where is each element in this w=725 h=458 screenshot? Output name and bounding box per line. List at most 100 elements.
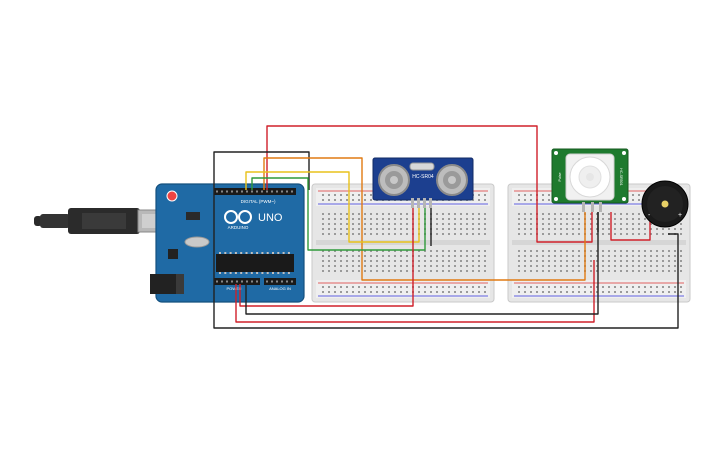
wire-red-buzzer[interactable]	[610, 212, 651, 241]
power-rail-hole	[322, 199, 324, 201]
terminal-hole	[346, 255, 348, 257]
header-pin[interactable]	[266, 280, 268, 283]
power-jack[interactable]	[150, 274, 178, 294]
terminal-hole	[644, 228, 646, 230]
usb-cable[interactable]	[34, 208, 161, 234]
terminal-hole	[346, 213, 348, 215]
terminal-hole	[484, 270, 486, 272]
header-pin[interactable]	[246, 280, 248, 283]
wire-green[interactable]	[251, 177, 426, 251]
terminal-hole	[602, 255, 604, 257]
terminal-hole	[602, 228, 604, 230]
left-breadboard[interactable]	[311, 183, 495, 303]
header-pin[interactable]	[266, 190, 268, 193]
terminal-hole	[632, 255, 634, 257]
header-pin[interactable]	[251, 280, 253, 283]
terminal-hole	[620, 265, 622, 267]
header-pin[interactable]	[221, 280, 223, 283]
reset-button[interactable]	[166, 190, 178, 202]
terminal-hole	[448, 228, 450, 230]
terminal-hole	[358, 255, 360, 257]
terminal-hole	[382, 213, 384, 215]
header-pin[interactable]	[231, 190, 233, 193]
header-pin[interactable]	[251, 190, 253, 193]
terminal-hole	[542, 233, 544, 235]
terminal-hole	[680, 223, 682, 225]
terminal-hole	[596, 260, 598, 262]
terminal-hole	[328, 218, 330, 220]
header-pin[interactable]	[236, 280, 238, 283]
power-rail-hole	[448, 291, 450, 293]
header-pin[interactable]	[271, 280, 273, 283]
header-pin[interactable]	[231, 280, 233, 283]
wire-orange[interactable]	[263, 157, 586, 281]
terminal-hole	[436, 250, 438, 252]
terminal-hole	[524, 255, 526, 257]
terminal-hole	[388, 260, 390, 262]
terminal-hole	[478, 213, 480, 215]
header-pin[interactable]	[256, 280, 258, 283]
pir-sensor[interactable]: Pulse HC-SR501	[551, 148, 629, 212]
header-pin[interactable]	[276, 280, 278, 283]
header-pin[interactable]	[281, 280, 283, 283]
terminal-hole	[632, 228, 634, 230]
header-pin[interactable]	[241, 280, 243, 283]
terminal-hole	[548, 218, 550, 220]
header-pin[interactable]	[291, 280, 293, 283]
header-pin[interactable]	[286, 280, 288, 283]
power-rail-hole	[656, 291, 658, 293]
header-pin[interactable]	[261, 190, 263, 193]
terminal-hole	[478, 250, 480, 252]
header-pin[interactable]	[241, 190, 243, 193]
chip-leg	[250, 272, 253, 274]
wire-red-top[interactable]	[266, 125, 593, 243]
power-rail-hole	[674, 291, 676, 293]
ultrasonic-sensor[interactable]: HC-SR04	[372, 157, 474, 208]
terminal-hole	[454, 255, 456, 257]
terminal-hole	[448, 218, 450, 220]
terminal-hole	[364, 255, 366, 257]
terminal-hole	[340, 260, 342, 262]
wire-black-right[interactable]	[245, 212, 599, 315]
header-pin[interactable]	[286, 190, 288, 193]
terminal-hole	[650, 223, 652, 225]
terminal-hole	[406, 260, 408, 262]
terminal-hole	[620, 213, 622, 215]
chip-leg	[234, 252, 237, 254]
header-pin[interactable]	[226, 190, 228, 193]
terminal-hole	[626, 213, 628, 215]
terminal-hole	[662, 228, 664, 230]
header-pin[interactable]	[221, 190, 223, 193]
header-pin[interactable]	[271, 190, 273, 193]
terminal-hole	[484, 255, 486, 257]
power-rail-hole	[560, 286, 562, 288]
terminal-hole	[668, 255, 670, 257]
terminal-hole	[542, 213, 544, 215]
analog-header[interactable]	[264, 278, 296, 285]
terminal-hole	[542, 223, 544, 225]
wire-black-main[interactable]	[213, 151, 679, 329]
header-pin[interactable]	[281, 190, 283, 193]
header-pin[interactable]	[276, 190, 278, 193]
wire-red-right[interactable]	[235, 260, 595, 323]
power-rail-hole	[352, 199, 354, 201]
terminal-hole	[370, 255, 372, 257]
header-pin[interactable]	[216, 190, 218, 193]
terminal-hole	[406, 250, 408, 252]
piezo-buzzer[interactable]: - +	[641, 180, 689, 228]
header-pin[interactable]	[226, 280, 228, 283]
chip-leg	[224, 272, 227, 274]
header-pin[interactable]	[256, 190, 258, 193]
header-pin[interactable]	[291, 190, 293, 193]
header-pin[interactable]	[216, 280, 218, 283]
header-pin[interactable]	[246, 190, 248, 193]
wire-red-ultrasonic[interactable]	[239, 208, 414, 307]
terminal-hole	[460, 218, 462, 220]
arduino-uno-board[interactable]: DIGITAL (PWM~) UNO ARDUINO POWER ANALOG …	[150, 183, 305, 303]
terminal-hole	[626, 260, 628, 262]
header-pin[interactable]	[236, 190, 238, 193]
digital-header[interactable]	[214, 188, 296, 195]
terminal-hole	[656, 270, 658, 272]
wire-yellow[interactable]	[245, 171, 420, 243]
terminal-hole	[608, 218, 610, 220]
